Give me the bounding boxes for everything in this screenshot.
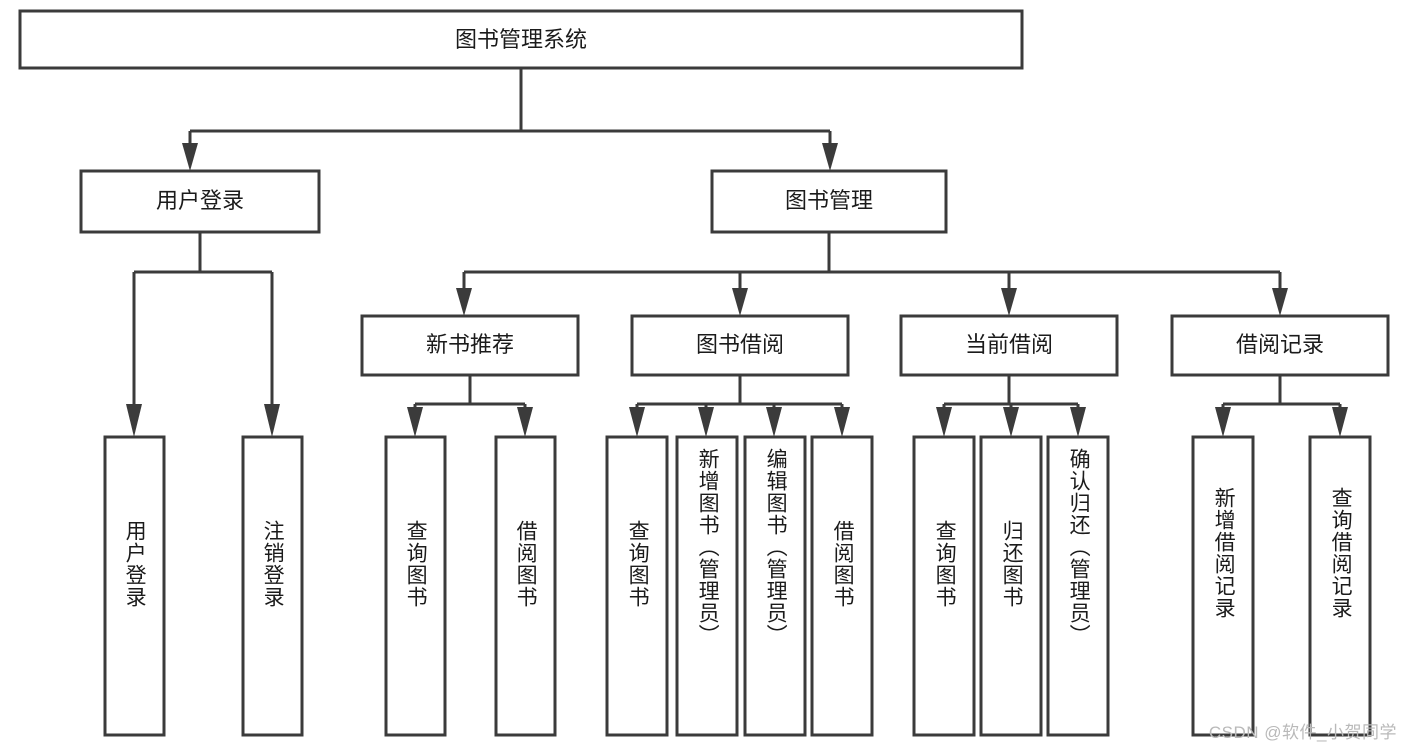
arrow-to-book-manage — [822, 143, 838, 171]
node-borrow-record-label: 借阅记录 — [1236, 332, 1324, 357]
node-user-login[interactable]: 用户登录 — [79, 169, 321, 234]
node-borrow-record[interactable]: 借阅记录 — [1170, 314, 1390, 377]
leaf-query-record-box[interactable] — [1308, 435, 1372, 737]
arrow-to-leaf-borrow-book-2 — [834, 407, 850, 437]
node-current-borrow-label: 当前借阅 — [965, 332, 1053, 357]
leaf-add-record-box[interactable] — [1191, 435, 1255, 737]
arrow-to-leaf-confirm-return — [1070, 407, 1086, 437]
leaf-borrow-book-2-box[interactable] — [810, 435, 874, 737]
leaf-box-layer — [103, 435, 1372, 737]
node-current-borrow-box[interactable] — [899, 314, 1119, 377]
leaf-borrow-book-1-box[interactable] — [494, 435, 557, 737]
leaf-return-book-box[interactable] — [979, 435, 1043, 737]
node-borrow-record-box[interactable] — [1170, 314, 1390, 377]
leaf-query-book-1-box[interactable] — [384, 435, 447, 737]
leaf-query-book-2-box[interactable] — [605, 435, 669, 737]
node-new-book-rec-label: 新书推荐 — [426, 332, 514, 357]
node-user-login-label: 用户登录 — [156, 188, 244, 213]
leaf-edit-book-box[interactable] — [743, 435, 807, 737]
node-book-manage-box[interactable] — [710, 169, 948, 234]
node-root-box[interactable] — [18, 9, 1024, 70]
edge-layer — [126, 68, 1348, 437]
arrow-to-leaf-query-book-2 — [629, 407, 645, 437]
node-book-manage-label: 图书管理 — [785, 188, 873, 213]
node-root-label: 图书管理系统 — [455, 27, 587, 52]
csdn-watermark: CSDN @软件_小贺同学 — [1208, 723, 1397, 742]
arrow-to-leaf-add-record — [1215, 407, 1231, 437]
node-current-borrow[interactable]: 当前借阅 — [899, 314, 1119, 377]
arrow-to-user-login — [182, 143, 198, 171]
arrow-to-borrow-record — [1272, 288, 1288, 316]
arrow-to-leaf-query-record — [1332, 407, 1348, 437]
node-new-book-rec-box[interactable] — [360, 314, 580, 377]
arrow-to-leaf-query-book-3 — [936, 407, 952, 437]
leaf-confirm-return-box[interactable] — [1046, 435, 1110, 737]
arrow-to-book-borrow — [732, 288, 748, 316]
arrow-to-leaf-query-book-1 — [407, 407, 423, 437]
arrow-to-leaf-edit-book — [766, 407, 782, 437]
leaf-user-login-box[interactable] — [103, 435, 166, 737]
node-book-borrow-label: 图书借阅 — [696, 332, 784, 357]
leaf-logout-box[interactable] — [241, 435, 304, 737]
arrow-to-leaf-user-login — [126, 404, 142, 437]
node-book-manage[interactable]: 图书管理 — [710, 169, 948, 234]
node-new-book-rec[interactable]: 新书推荐 — [360, 314, 580, 377]
node-book-borrow-box[interactable] — [630, 314, 850, 377]
leaf-add-book-box[interactable] — [675, 435, 739, 737]
node-book-borrow[interactable]: 图书借阅 — [630, 314, 850, 377]
arrow-to-leaf-add-book — [698, 407, 714, 437]
leaf-query-book-3-box[interactable] — [912, 435, 976, 737]
arrow-to-new-book-rec — [456, 288, 472, 316]
node-root[interactable]: 图书管理系统 — [18, 9, 1024, 70]
arrow-to-current-borrow — [1001, 288, 1017, 316]
arrow-to-leaf-borrow-book-1 — [517, 407, 533, 437]
arrow-to-leaf-logout — [264, 404, 280, 437]
node-user-login-box[interactable] — [79, 169, 321, 234]
arrow-to-leaf-return-book — [1003, 407, 1019, 437]
